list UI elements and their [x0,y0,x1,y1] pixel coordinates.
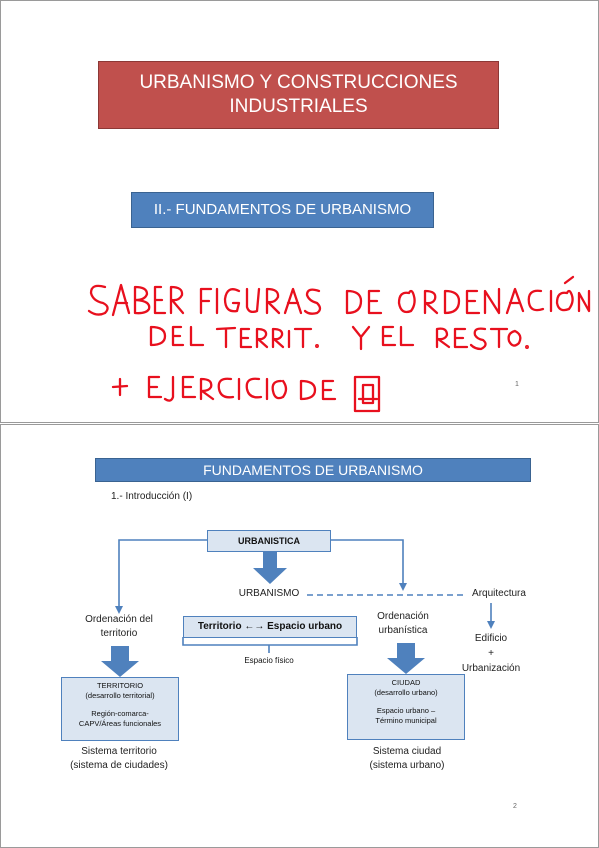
ciudad-box-line2: (desarrollo urbano) [374,688,438,697]
ordenacion-urbanistica-label: Ordenación urbanística [353,610,453,638]
arquitectura-label: Arquitectura [472,588,526,599]
edificio-label: Edificio [474,633,508,644]
territorio-box-line1: TERRITORIO [96,681,144,690]
sistema-ciudad-line1: Sistema ciudad [372,746,442,757]
territorio-espacio-box: Territorio ←→ Espacio urbano [183,616,357,638]
plus-label: + [488,648,494,659]
ordenacion-territorio-line1: Ordenación del [85,614,153,625]
main-title-box: URBANISMO Y CONSTRUCCIONES INDUSTRIALES [98,61,499,129]
slide-2: FUNDAMENTOS DE URBANISMO 1.- Introducció… [0,424,599,848]
ordenacion-urbanistica-line1: Ordenación [377,611,429,622]
ciudad-box-line4: Término municipal [375,716,437,725]
sistema-ciudad-label: Sistema ciudad (sistema urbano) [347,745,467,773]
sistema-territorio-line2: (sistema de ciudades) [70,760,168,771]
ordenacion-territorio-line2: territorio [100,628,138,639]
territorio-box-line4: CAPV/Áreas funcionales [78,719,162,728]
diagram-connectors [101,539,495,677]
territorio-box: TERRITORIO (desarrollo territorial) Regi… [61,677,179,741]
page-number: 2 [513,803,517,810]
urbanistica-box: URBANISTICA [207,530,331,552]
slide-1: URBANISMO Y CONSTRUCCIONES INDUSTRIALES … [0,0,599,423]
ordenacion-urbanistica-line2: urbanística [378,625,428,636]
urbanismo-label: URBANISMO [238,588,300,599]
handwritten-annotation [87,275,591,413]
ciudad-box: CIUDAD (desarrollo urbano) Espacio urban… [347,674,465,740]
sistema-territorio-line1: Sistema territorio [81,746,157,757]
territorio-box-line2: (desarrollo territorial) [85,691,155,700]
ciudad-box-line1: CIUDAD [391,678,421,687]
main-title-line1: URBANISMO Y CONSTRUCCIONES [139,72,458,93]
ciudad-box-line3: Espacio urbano – [376,706,436,715]
section-subtitle: II.- FUNDAMENTOS DE URBANISMO [131,192,434,228]
territorio-espacio-label: Territorio ←→ Espacio urbano [197,621,343,632]
urbanizacion-label: Urbanización [461,663,521,674]
intro-heading: 1.- Introducción (I) [111,491,193,502]
territorio-box-line3: Región-comarca- [91,709,149,718]
slide-title: FUNDAMENTOS DE URBANISMO [95,458,531,482]
main-title-line2: INDUSTRIALES [229,96,368,117]
espacio-fisico-label: Espacio físico [244,656,294,665]
sistema-ciudad-line2: (sistema urbano) [369,760,445,771]
sistema-territorio-label: Sistema territorio (sistema de ciudades) [51,745,187,773]
urbanistica-label: URBANISTICA [238,536,300,546]
edificio-urbanizacion-label: Edificio + Urbanización [451,631,531,676]
page-number: 1 [515,381,519,388]
ordenacion-territorio-label: Ordenación del territorio [61,613,177,641]
